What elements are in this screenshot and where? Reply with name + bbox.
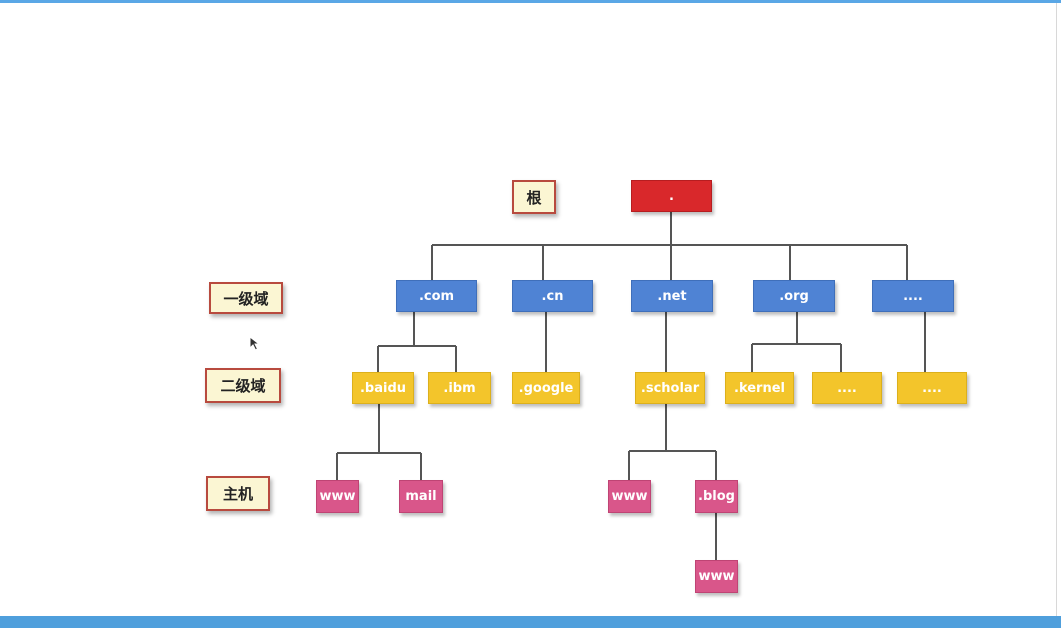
node-sld-more-1: .... bbox=[812, 372, 882, 404]
node-sld-more-2: .... bbox=[897, 372, 967, 404]
level-label-root: 根 bbox=[512, 180, 556, 214]
node-sld-google: .google bbox=[512, 372, 580, 404]
node-host-www-scholar: www bbox=[608, 480, 651, 513]
node-sld-baidu: .baidu bbox=[352, 372, 414, 404]
node-tld-org: .org bbox=[753, 280, 835, 312]
node-host-blog-scholar: .blog bbox=[695, 480, 738, 513]
right-border-line bbox=[1056, 3, 1057, 616]
node-sld-kernel: .kernel bbox=[725, 372, 794, 404]
level-label-sld: 二级域 bbox=[205, 368, 281, 403]
node-host-www-blog: www bbox=[695, 560, 738, 593]
top-accent-bar bbox=[0, 0, 1061, 3]
node-tld-net: .net bbox=[631, 280, 713, 312]
node-tld-cn: .cn bbox=[512, 280, 593, 312]
bottom-accent-bar bbox=[0, 616, 1061, 628]
mouse-cursor-icon bbox=[249, 336, 261, 351]
node-tld-more: .... bbox=[872, 280, 954, 312]
node-sld-scholar: .scholar bbox=[635, 372, 705, 404]
level-label-tld: 一级域 bbox=[209, 282, 283, 314]
node-root: . bbox=[631, 180, 712, 212]
node-host-www-baidu: www bbox=[316, 480, 359, 513]
node-sld-ibm: .ibm bbox=[428, 372, 491, 404]
node-host-mail-baidu: mail bbox=[399, 480, 443, 513]
node-tld-com: .com bbox=[396, 280, 477, 312]
level-label-host: 主机 bbox=[206, 476, 270, 511]
